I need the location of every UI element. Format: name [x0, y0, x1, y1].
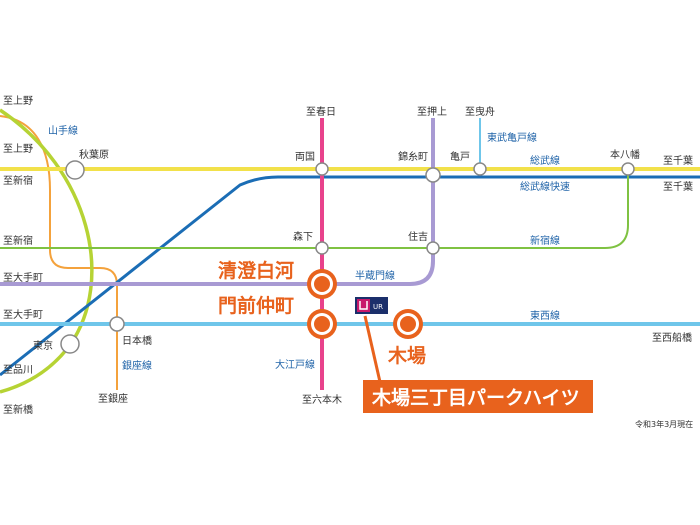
- dir-chiba-1: 至千葉: [663, 154, 693, 167]
- dir-kasuga: 至春日: [306, 106, 336, 118]
- oedo-line-label: 大江戸線: [275, 358, 315, 371]
- ginza-line: [0, 115, 118, 390]
- footnote: 令和3年3月現在: [635, 419, 693, 429]
- sobu-rapid-line: [0, 175, 700, 377]
- dir-ueno-2: 至上野: [3, 143, 33, 155]
- sumiyoshi-label: 住吉: [408, 230, 428, 243]
- kiyosumi-station-marker: [307, 269, 337, 299]
- kinshicho-label: 錦糸町: [398, 150, 428, 163]
- nihonbashi-station: [109, 316, 125, 332]
- hanzomon-line: [0, 118, 435, 286]
- dir-chiba-2: 至千葉: [663, 180, 693, 193]
- dir-shinjuku-1: 至新宿: [3, 174, 33, 187]
- sobu-rapid-line-label: 総武線快速: [520, 180, 570, 193]
- callout-pointer: [363, 315, 382, 383]
- dir-shinbashi: 至新橋: [3, 403, 33, 416]
- akihabara-station: [65, 160, 85, 180]
- tobu-kameido-line-label: 東武亀戸線: [487, 131, 537, 144]
- dir-roppongi: 至六本木: [302, 393, 342, 406]
- tokyo-label: 東京: [33, 339, 53, 352]
- dir-ginza: 至銀座: [98, 392, 128, 405]
- motoyawata-label: 本八幡: [610, 148, 640, 161]
- akihabara-label: 秋葉原: [79, 148, 109, 161]
- nihonbashi-label: 日本橋: [122, 334, 152, 347]
- kinshicho-station: [425, 167, 441, 183]
- monzen-station-marker: [307, 309, 337, 339]
- hanzomon-line-label: 半蔵門線: [355, 269, 395, 282]
- morishita-station: [315, 241, 329, 255]
- kiyosumi-label: 清澄白河: [218, 259, 294, 282]
- yamanote-line: [0, 108, 94, 394]
- kiba-label: 木場: [387, 344, 426, 367]
- dir-oshiage: 至押上: [417, 105, 447, 118]
- tokyo-station: [60, 334, 80, 354]
- dir-otemachi-2: 至大手町: [3, 308, 43, 321]
- kameido-label: 亀戸: [450, 150, 470, 163]
- shinjuku-line-label: 新宿線: [530, 234, 560, 247]
- property-callout-box: [363, 380, 593, 413]
- dir-otemachi-1: 至大手町: [3, 271, 43, 284]
- morishita-label: 森下: [293, 230, 313, 243]
- ur-logo: UR: [355, 297, 388, 314]
- yamanote-line-label: 山手線: [48, 124, 78, 137]
- ginza-line-label: 銀座線: [122, 359, 152, 372]
- ryogoku-station: [315, 162, 329, 176]
- tozai-line-label: 東西線: [530, 309, 560, 322]
- monzen-label: 門前仲町: [218, 294, 294, 317]
- dir-ueno-1: 至上野: [3, 95, 33, 107]
- shinjuku-line: [0, 170, 629, 249]
- dir-shinagawa: 至品川: [3, 364, 33, 376]
- svg-text:UR: UR: [373, 303, 383, 311]
- motoyawata-station: [621, 162, 635, 176]
- dir-hikifune: 至曳舟: [465, 105, 495, 118]
- sumiyoshi-station: [426, 241, 440, 255]
- dir-shinjuku-2: 至新宿: [3, 234, 33, 247]
- kameido-station: [473, 162, 487, 176]
- sobu-line-label: 総武線: [530, 154, 560, 167]
- kiba-station-marker: [393, 309, 423, 339]
- ryogoku-label: 両国: [295, 151, 315, 163]
- property-name: 木場三丁目パークハイツ: [371, 386, 580, 409]
- dir-nishifunabashi: 至西船橋: [652, 331, 692, 344]
